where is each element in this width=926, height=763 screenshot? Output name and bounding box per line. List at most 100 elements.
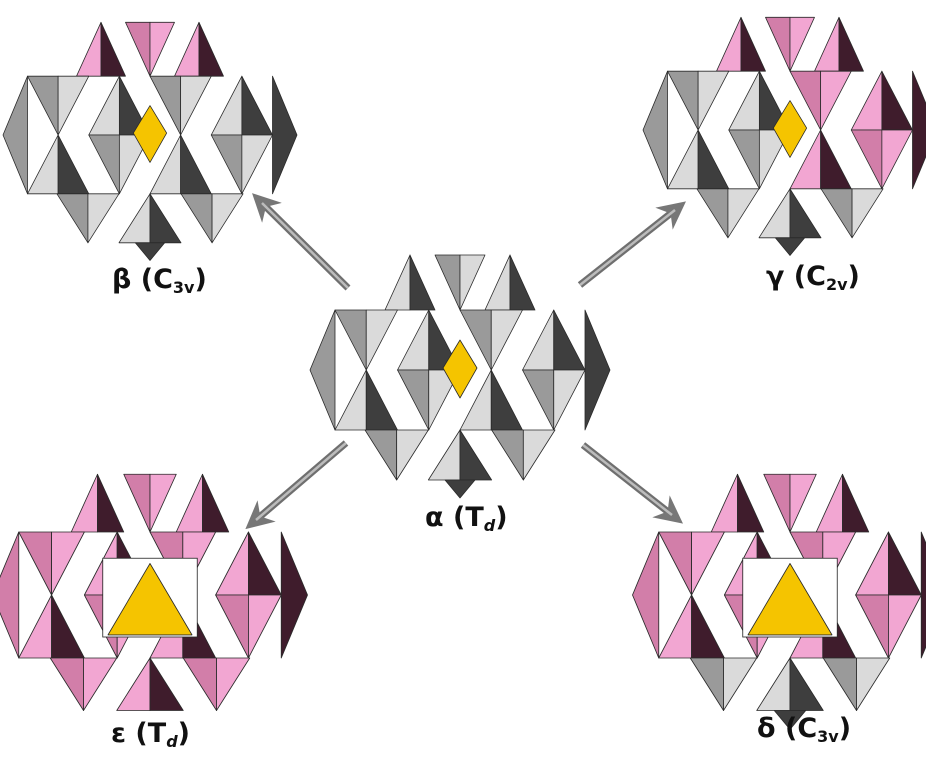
octahedron-face [149,473,177,533]
octahedron-face [87,193,120,244]
octahedron-face [216,657,251,711]
octahedron-face [202,473,230,533]
octahedron-face [215,531,249,596]
octahedron-face [180,193,213,244]
arrow-alpha-to-epsilon [245,440,349,530]
octahedron-face [728,129,760,190]
octahedron-face [789,657,824,711]
central-tetrahedron [107,563,193,636]
octahedron-face [691,594,725,659]
octahedron-face [309,309,336,431]
octahedron-face [434,254,461,311]
octahedron-face [70,473,98,533]
octahedron-face [174,21,200,77]
octahedron-face [180,134,212,195]
octahedron-face [149,193,182,244]
octahedron-face [850,129,883,190]
octahedron-face [822,657,857,711]
octahedron-face [384,254,411,311]
octahedron-face [851,188,884,239]
bottom-vertex [774,237,806,256]
octahedron-face [396,429,429,481]
octahedron-face [789,188,822,239]
octahedron-face [215,594,249,659]
octahedron-face [728,70,760,131]
octahedron-face [658,531,692,596]
arrow-alpha-to-delta [580,442,684,524]
octahedron-face [365,369,398,431]
octahedron-face [716,16,742,72]
octahedron-face [667,70,699,131]
octahedron-face [248,531,282,596]
octahedron-face [365,309,398,371]
octahedron-face [789,16,815,72]
octahedron-face [175,473,203,533]
octahedron-face [491,429,524,481]
octahedron-face [522,429,556,481]
octahedron-face [697,70,730,131]
octahedron-face [490,309,523,371]
octahedron-face [689,657,724,711]
octahedron-face [553,309,586,371]
octahedron-face [56,193,89,244]
octahedron-face [409,254,436,311]
octahedron-face [100,21,126,77]
octahedron-face [118,193,151,244]
octahedron-face [691,531,725,596]
octahedron-face [397,309,430,371]
octahedron-face [198,21,224,77]
octahedron-face [18,594,52,659]
octahedron-face [83,657,118,711]
octahedron-face [727,188,760,239]
octahedron-face [838,16,864,72]
octahedron-face [697,129,730,190]
octahedron-face [765,16,791,72]
octahedron-face [51,594,85,659]
octahedron-face [881,70,913,131]
octahedron-face [241,75,273,136]
octahedron-face [696,188,729,239]
octahedron-face [76,21,102,77]
octahedron-face [241,134,273,195]
octahedron-face [509,254,536,311]
octahedron-face [116,657,151,711]
bottom-vertex [773,710,807,730]
arrow-alpha-to-beta [252,193,351,291]
octahedron-face [667,129,699,190]
octahedron-face [57,134,90,195]
octahedron-face [888,531,922,596]
octahedron-face [815,473,843,533]
octahedron-face [88,75,120,136]
octahedron-face [97,473,125,533]
octahedron-face [248,594,282,659]
label-gamma: γ (C2v) [766,261,860,295]
octahedron-face [427,429,461,481]
cluster-delta [632,473,926,730]
octahedron-face [182,657,217,711]
octahedron-face [888,594,922,659]
cluster-alpha [309,254,611,499]
cluster-gamma [642,16,926,256]
octahedron-face [149,21,175,77]
octahedron-face [763,473,791,533]
label-epsilon: ε (Td) [111,718,190,752]
octahedron-face [211,193,244,244]
octahedron-face [710,473,738,533]
octahedron-face [842,473,870,533]
octahedron-face [57,75,90,136]
octahedron-face [789,473,817,533]
octahedron-face [364,429,398,481]
octahedron-face [2,75,28,195]
octahedron-face [658,594,692,659]
octahedron-face [49,657,84,711]
octahedron-face [123,473,151,533]
label-alpha: α (Td) [425,502,508,536]
octahedron-face [484,254,511,311]
octahedron-face [27,75,59,136]
bottom-vertex [134,242,166,261]
octahedron-face [820,129,852,190]
central-tetrahedron [442,339,478,399]
octahedron-face [272,75,298,195]
bottom-vertex [444,479,476,499]
octahedron-face [820,188,853,239]
